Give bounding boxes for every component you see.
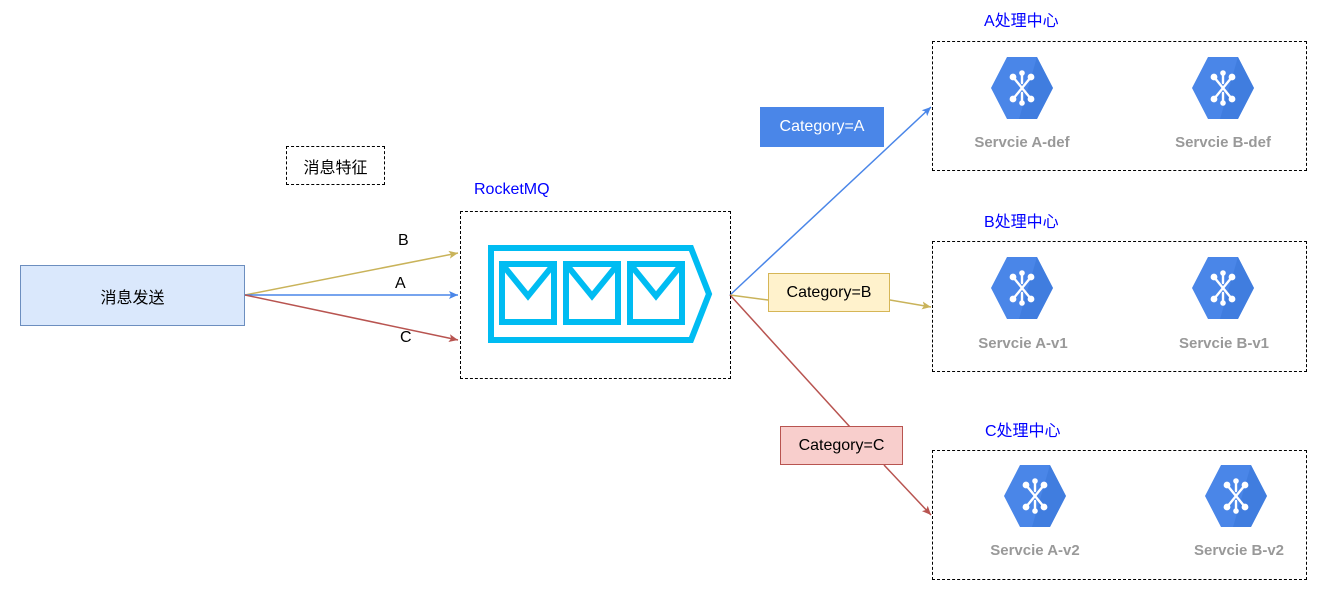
service-hexagon-icon <box>1192 257 1254 319</box>
center-b-box[interactable]: Servcie A-v1 Servcie B-v1 <box>932 241 1307 372</box>
edge-b-in <box>244 250 459 296</box>
edge-c-out <box>729 294 851 428</box>
sender-box[interactable]: 消息发送 <box>20 265 245 326</box>
feature-label: 消息特征 <box>303 159 368 177</box>
category-b-tag: Category=B <box>768 273 890 312</box>
service-hexagon-icon <box>1205 465 1267 527</box>
edge-label-b: B <box>398 232 409 249</box>
edge-label-a: A <box>395 275 406 292</box>
edge-a-out <box>729 106 932 296</box>
category-b-label: Category=B <box>786 283 872 301</box>
service-label: Servcie B-v1 <box>1178 335 1270 352</box>
edge-c-out-tail <box>883 464 932 516</box>
broker-title: RocketMQ <box>474 181 550 198</box>
center-c-title: C处理中心 <box>985 423 1061 440</box>
service-label: Servcie B-def <box>1175 134 1271 151</box>
center-c-box[interactable]: Servcie A-v2 Servcie B-v2 <box>932 450 1307 580</box>
category-a-tag: Category=A <box>760 107 884 147</box>
center-b-title: B处理中心 <box>984 214 1059 231</box>
broker-box[interactable] <box>460 211 731 379</box>
service-label: Servcie A-v2 <box>990 542 1080 559</box>
message-queue-icon <box>488 245 713 343</box>
category-a-label: Category=A <box>779 118 865 135</box>
service-hexagon-icon <box>991 257 1053 319</box>
sender-label: 消息发送 <box>100 289 165 307</box>
edge-label-c: C <box>400 329 412 346</box>
service-label: Servcie B-v2 <box>1193 542 1285 559</box>
edge-c-in <box>244 294 459 343</box>
center-a-box[interactable]: Servcie A-def Servcie B-def <box>932 41 1307 171</box>
feature-box: 消息特征 <box>286 146 385 185</box>
category-c-label: Category=C <box>798 436 885 454</box>
category-c-tag: Category=C <box>780 426 903 465</box>
service-label: Servcie A-def <box>974 134 1070 151</box>
service-hexagon-icon <box>1004 465 1066 527</box>
center-a-title: A处理中心 <box>984 13 1059 30</box>
service-hexagon-icon <box>1192 57 1254 119</box>
service-label: Servcie A-v1 <box>978 335 1068 352</box>
service-hexagon-icon <box>991 57 1053 119</box>
